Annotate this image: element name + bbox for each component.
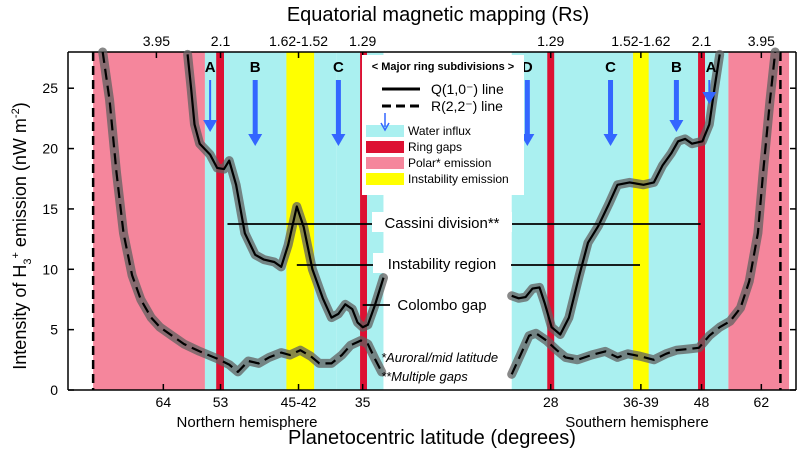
region-gap-north-1 (216, 52, 224, 390)
ring-arrow-head-0 (203, 120, 218, 132)
ring-arrow-head-1 (248, 134, 263, 146)
series-r-line-segment-1 (510, 51, 777, 375)
region-gap-south-2 (698, 52, 705, 390)
chart-title: Equatorial magnetic mapping (Rs) (287, 4, 589, 26)
annotation-cassini-bg (372, 212, 512, 232)
top-tick-label-2: 1.62-1.52 (269, 33, 328, 49)
bottom-tick-label-3: 35 (355, 394, 371, 410)
hemisphere-south-label: Southern hemisphere (565, 414, 708, 431)
top-tick-label-4: 1.29 (537, 33, 564, 49)
ring-arrow-head-7 (702, 92, 717, 104)
y-tick-label-4: 20 (42, 141, 58, 157)
region-water-north-a (204, 52, 337, 390)
region-gap-south-1 (547, 52, 555, 390)
ring-arrow-head-2 (331, 134, 346, 146)
series-r-line-segment-0 (101, 51, 383, 373)
overlay-layer: ABCDDCBA (203, 59, 717, 306)
ring-letter-2: C (333, 59, 344, 76)
legend-swatch-polar-label: Polar* emission (408, 156, 491, 170)
footnote-auroral: *Auroral/mid latitude (381, 350, 498, 365)
bottom-tick-label-5: 36-39 (623, 394, 659, 410)
bottom-tick-label-6: 48 (694, 394, 710, 410)
top-tick-label-3: 1.29 (349, 33, 376, 49)
y-tick-label-1: 5 (50, 322, 58, 338)
legend-swatch-water-label: Water influx (408, 124, 471, 138)
region-instability-south (633, 52, 649, 390)
annotation-colombo-bg (390, 294, 494, 314)
bottom-tick-label-7: 62 (754, 394, 770, 410)
top-tick-label-1: 2.1 (211, 33, 231, 49)
y-tick-label-2: 10 (42, 261, 58, 277)
ring-letter-6: B (671, 59, 682, 76)
top-tick-label-0: 3.95 (143, 33, 170, 49)
ring-letter-0: A (205, 59, 216, 76)
legend-line-solid-label: Q(1,0⁻) line (431, 81, 504, 97)
footnote-multiple-gaps: **Multiple gaps (381, 369, 468, 384)
bottom-tick-label-2: 45-42 (281, 394, 317, 410)
y-tick-label-0: 0 (50, 382, 58, 398)
legend-swatch-instability-label: Instability emission (408, 172, 509, 186)
y-axis-title-sub: 3 (22, 259, 34, 265)
legend-header: < Major ring subdivisions > (372, 61, 514, 73)
bottom-tick-label-0: 64 (156, 394, 172, 410)
y-axis-title-sup: + (10, 252, 22, 258)
legend: < Major ring subdivisions > Q(1,0⁻) line… (362, 55, 524, 195)
y-axis-title-unit-sup: -2 (10, 108, 22, 118)
annotation-colombo: Colombo gap (390, 294, 494, 314)
annotation-instability: Instability region (373, 253, 511, 273)
series-q-line-segment-0 (186, 54, 385, 329)
y-axis-title-close: ) (10, 102, 30, 108)
ring-arrow-head-6 (669, 120, 684, 132)
y-tick-label-3: 15 (42, 201, 58, 217)
top-tick-label-7: 3.95 (748, 33, 775, 49)
y-tick-label-5: 25 (42, 80, 58, 96)
ring-letter-5: C (605, 59, 616, 76)
series-layer (98, 47, 780, 379)
series-q-line-segment-1 (511, 54, 721, 336)
y-axis-title: Intensity of H3+ emission (nW m-2) (10, 102, 34, 369)
annotation-instability-bg (373, 253, 511, 273)
x-axis-title: Planetocentric latitude (degrees) (288, 427, 576, 449)
top-tick-label-6: 2.1 (692, 33, 712, 49)
y-axis-title-rest: emission (nW m (10, 118, 30, 252)
annotation-colombo-label: Colombo gap (397, 297, 486, 314)
ring-letter-7: A (706, 59, 717, 76)
legend-swatch-polar (366, 157, 404, 169)
annotation-cassini: Cassini division** (372, 212, 512, 232)
legend-swatch-instability (366, 173, 404, 185)
ring-letter-4: D (522, 59, 533, 76)
ring-arrow-head-5 (603, 134, 618, 146)
ring-letter-1: B (250, 59, 261, 76)
hemisphere-north-label: Northern hemisphere (177, 414, 318, 431)
top-tick-label-5: 1.52-1.62 (611, 33, 670, 49)
legend-swatch-gap-label: Ring gaps (408, 140, 462, 154)
region-gap-north-2 (360, 52, 367, 390)
annotation-cassini-label: Cassini division** (384, 215, 499, 232)
legend-arrow-icon (380, 113, 390, 132)
legend-swatch-gap (366, 141, 404, 153)
annotation-instability-label: Instability region (388, 256, 496, 273)
y-axis-title-main: Intensity of H (10, 265, 30, 370)
bottom-tick-label-4: 28 (543, 394, 559, 410)
bottom-tick-label-1: 53 (213, 394, 229, 410)
legend-line-dashed-label: R(2,2⁻) line (431, 98, 503, 114)
